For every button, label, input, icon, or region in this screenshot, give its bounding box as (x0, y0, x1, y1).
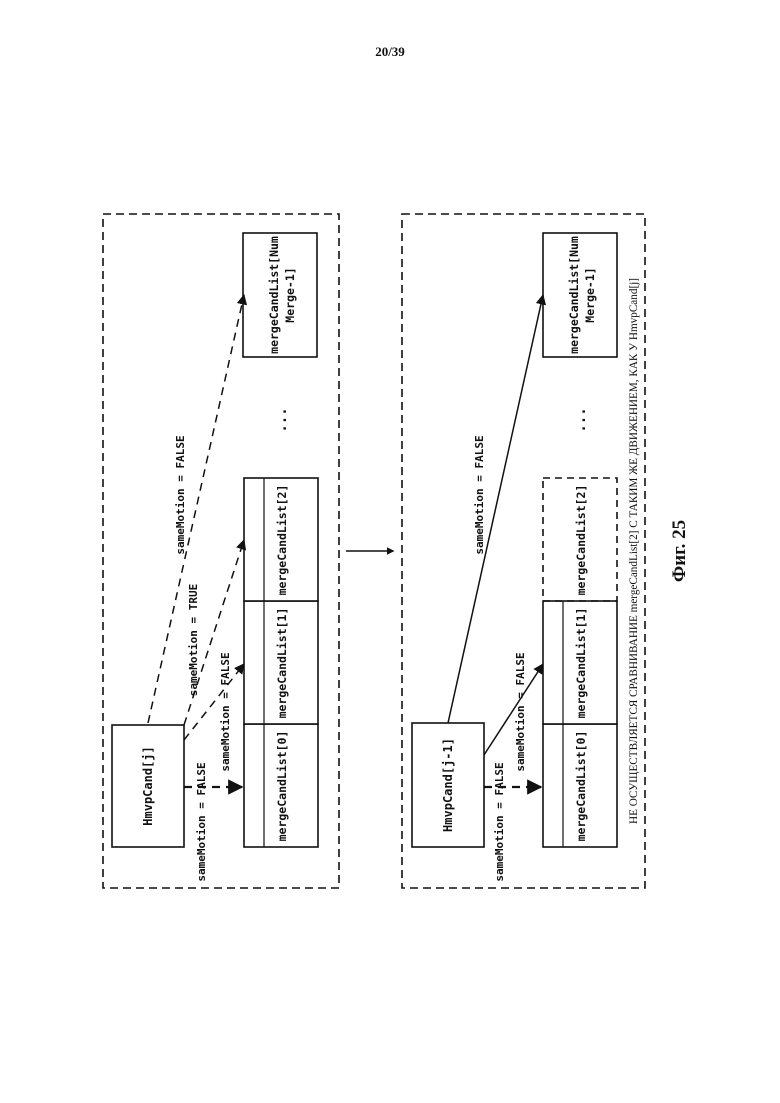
panel-2-cell-1-label: mergeCandList[1] (574, 608, 588, 719)
figure-caption: Фиг. 25 (669, 520, 690, 582)
panel-2-ellipsis: ... (573, 407, 589, 432)
panel-1-cell-1-label: mergeCandList[1] (275, 608, 289, 719)
panel-2-cell-2-label: mergeCandList[2] (574, 485, 588, 596)
panel-2-label-1: sameMotion = FALSE (514, 652, 527, 771)
panel-1-last-label-2: Merge-1] (283, 267, 297, 322)
panel-1-label-3: sameMotion = FALSE (174, 435, 187, 554)
panel-2-last-label-2: Merge-1] (583, 267, 597, 322)
panel-1-last-label-1: mergeCandList[Num (267, 236, 281, 354)
panel-2-label-0: sameMotion = FALSE (493, 762, 506, 881)
panel-1-label-2: sameMotion = TRUE (187, 584, 200, 697)
panel-2-label-2: sameMotion = FALSE (473, 435, 486, 554)
panel-2-source-label: HmvpCand[j-1] (441, 738, 455, 832)
panel-2-note: НЕ ОСУЩЕСТВЛЯЕТСЯ СРАВНИВАНИЕ mergeCandL… (628, 278, 640, 824)
panel-2-cell-0-label: mergeCandList[0] (574, 731, 588, 842)
panel-2-arrow-2 (448, 295, 543, 723)
panel-1-cell-0-label: mergeCandList[0] (275, 731, 289, 842)
panel-2: HmvpCand[j-1] mergeCandList[0] mergeCand… (402, 214, 645, 888)
panel-1-ellipsis: ... (274, 407, 290, 432)
panel-1-source-label: HmvpCand[j] (141, 746, 155, 825)
panel-1-cell-2-label: mergeCandList[2] (275, 485, 289, 596)
panel-1: HmvpCand[j] mergeCandList[0] mergeCandLi… (103, 214, 339, 888)
panel-2-last-label-1: mergeCandList[Num (567, 236, 581, 354)
panel-1-label-0: sameMotion = FALSE (195, 762, 208, 881)
panel-1-label-1: sameMotion = FALSE (219, 652, 232, 771)
